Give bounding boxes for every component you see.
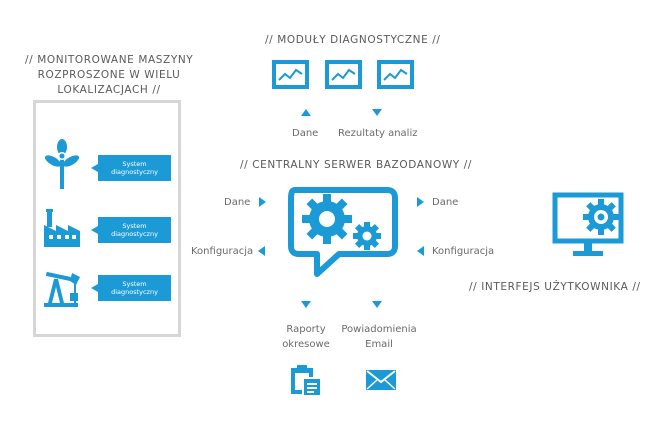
badge-line1: System: [122, 222, 147, 230]
badge-line1: System: [122, 160, 147, 168]
reports-label-line1: Raporty: [286, 324, 326, 335]
reports-label-line2: okresowe: [282, 339, 330, 350]
modules-data-label: Dane: [292, 128, 319, 139]
badge-line1: System: [122, 280, 147, 288]
factory-icon: [44, 209, 80, 247]
server-gears-icon: [288, 187, 398, 277]
notifications-label-line2: Email: [365, 339, 393, 350]
badge-line2: diagnostyczny: [111, 168, 158, 176]
arrow-down-icon: [372, 301, 382, 308]
arrow-down-icon: [301, 301, 311, 308]
badge-line2: diagnostyczny: [111, 230, 158, 238]
chart-monitor-icon: [325, 60, 362, 89]
arrow-down-icon: [372, 109, 382, 116]
arrow-up-icon: [301, 109, 311, 116]
machines-panel: System diagnostyczny System diagnostyczn…: [33, 100, 181, 337]
envelope-icon: [366, 370, 396, 390]
arrow-right-icon: [417, 197, 424, 207]
modules-results-label: Rezultaty analiz: [338, 128, 418, 139]
server-left-config-label: Konfiguracja: [191, 246, 254, 257]
machines-heading: // MONITOROWANE MASZYNY ROZPROSZONE W WI…: [25, 53, 193, 98]
server-left-data-label: Dane: [224, 197, 251, 208]
monitor-gear-icon: [552, 192, 624, 256]
machines-heading-line3: LOKALIZACJACH //: [57, 84, 161, 96]
machines-heading-line2: ROZPROSZONE W WIELU: [37, 69, 181, 81]
badge-line2: diagnostyczny: [111, 288, 158, 296]
machines-heading-line1: // MONITOROWANE MASZYNY: [25, 54, 194, 66]
diagnostic-system-badge: System diagnostyczny: [91, 155, 171, 181]
wind-turbine-icon: [44, 139, 80, 189]
arrow-left-icon: [258, 246, 265, 256]
notifications-label: Powiadomienia Email: [337, 322, 421, 352]
chart-monitor-icon: [377, 60, 414, 89]
user-interface-heading: // INTERFEJS UŻYTKOWNIKA //: [469, 281, 641, 293]
server-heading: // CENTRALNY SERWER BAZODANOWY //: [240, 159, 473, 171]
arrow-left-icon: [417, 246, 424, 256]
notifications-label-line1: Powiadomienia: [341, 324, 417, 335]
diagnostic-system-badge: System diagnostyczny: [91, 217, 171, 243]
diagnostic-system-badge: System diagnostyczny: [91, 275, 171, 301]
server-right-config-label: Konfiguracja: [432, 246, 495, 257]
oil-pump-icon: [44, 271, 80, 307]
modules-heading: // MODUŁY DIAGNOSTYCZNE //: [265, 34, 441, 46]
clipboard-report-icon: [291, 365, 322, 397]
arrow-right-icon: [259, 197, 266, 207]
reports-label: Raporty okresowe: [276, 322, 336, 352]
chart-monitor-icon: [272, 60, 309, 89]
server-right-data-label: Dane: [432, 197, 459, 208]
